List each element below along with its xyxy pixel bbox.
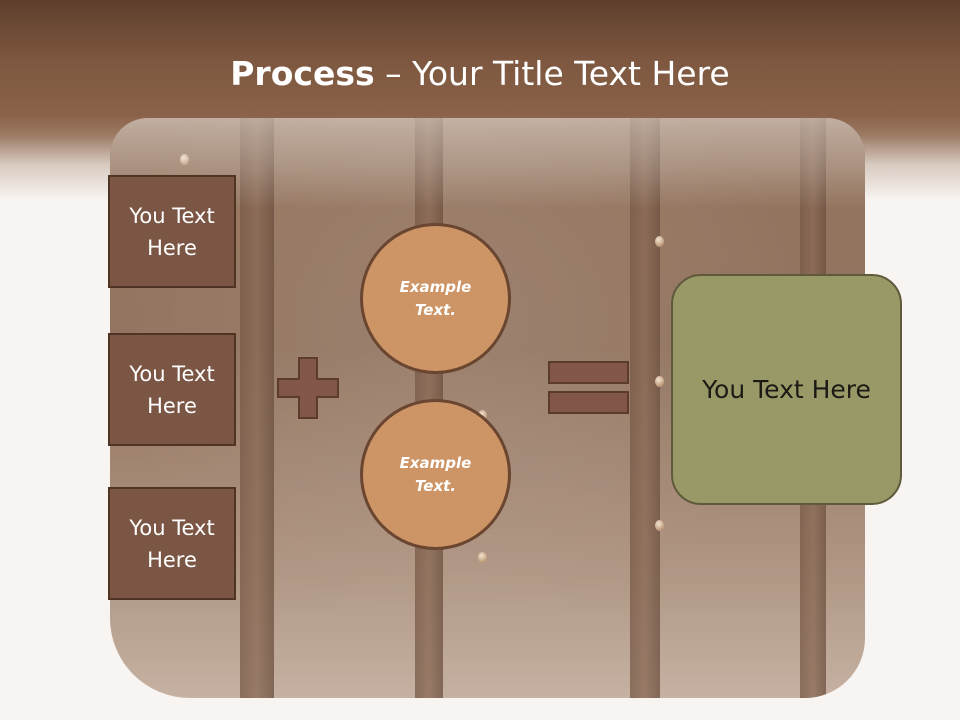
input-box-label: You Text Here xyxy=(129,515,215,572)
example-circle-1[interactable]: Example Text. xyxy=(360,223,511,374)
rivet xyxy=(655,520,664,531)
input-box-1[interactable]: You Text Here xyxy=(108,175,236,288)
rivet xyxy=(655,236,664,247)
result-label: You Text Here xyxy=(702,374,871,404)
equals-icon xyxy=(548,361,629,414)
plus-icon xyxy=(277,357,339,419)
title-text: – Your Title Text Here xyxy=(374,54,730,93)
input-box-label: You Text Here xyxy=(129,361,215,418)
suitcase-strap xyxy=(240,118,274,698)
rivet xyxy=(478,552,487,563)
slide-title[interactable]: Process – Your Title Text Here xyxy=(0,52,960,96)
result-box[interactable]: You Text Here xyxy=(671,274,902,505)
circle-label: Example Text. xyxy=(399,453,472,495)
input-box-label: You Text Here xyxy=(129,203,215,260)
input-box-3[interactable]: You Text Here xyxy=(108,487,236,600)
suitcase-strap xyxy=(630,118,660,698)
circle-label: Example Text. xyxy=(399,277,472,319)
example-circle-2[interactable]: Example Text. xyxy=(360,399,511,550)
title-emphasis: Process xyxy=(230,54,375,93)
input-box-2[interactable]: You Text Here xyxy=(108,333,236,446)
rivet xyxy=(655,376,664,387)
